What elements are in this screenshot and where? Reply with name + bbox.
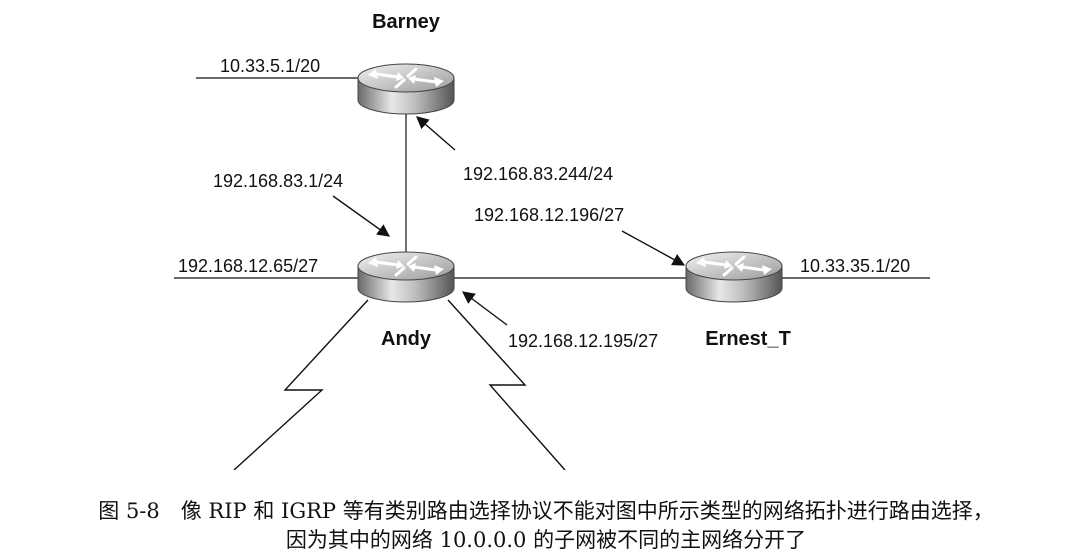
router-andy — [356, 250, 456, 304]
router-barney — [356, 62, 456, 116]
label-barney-lan: 10.33.5.1/20 — [220, 56, 320, 76]
arrow-ernest-side — [621, 230, 686, 266]
serial-link-left — [233, 299, 369, 470]
label-barney-serial: 192.168.83.244/24 — [463, 164, 613, 184]
router-ernest — [684, 250, 784, 304]
label-andy-lan: 192.168.12.65/27 — [178, 256, 318, 276]
network-diagram: Barney Andy Ernest_T 10.33.5.1/20 192.16… — [174, 11, 930, 470]
arrow-andy-side-83 — [332, 195, 391, 237]
arrow-barney-side — [416, 116, 456, 151]
router-name-barney: Barney — [372, 11, 441, 33]
router-name-ernest: Ernest_T — [705, 328, 791, 350]
label-ernest-lan: 10.33.35.1/20 — [800, 256, 910, 276]
arrow-andy-side-12 — [461, 291, 508, 326]
label-ernest-serial: 192.168.12.196/27 — [474, 205, 624, 225]
router-name-andy: Andy — [381, 328, 432, 350]
figure-caption-line1: 图 5-8 像 RIP 和 IGRP 等有类别路由选择协议不能对图中所示类型的网… — [98, 499, 994, 523]
figure-caption-line2: 因为其中的网络 10.0.0.0 的子网被不同的主网络分开了 — [285, 528, 807, 552]
label-andy-83: 192.168.83.1/24 — [213, 171, 343, 191]
serial-link-right — [447, 299, 566, 470]
label-andy-12: 192.168.12.195/27 — [508, 331, 658, 351]
